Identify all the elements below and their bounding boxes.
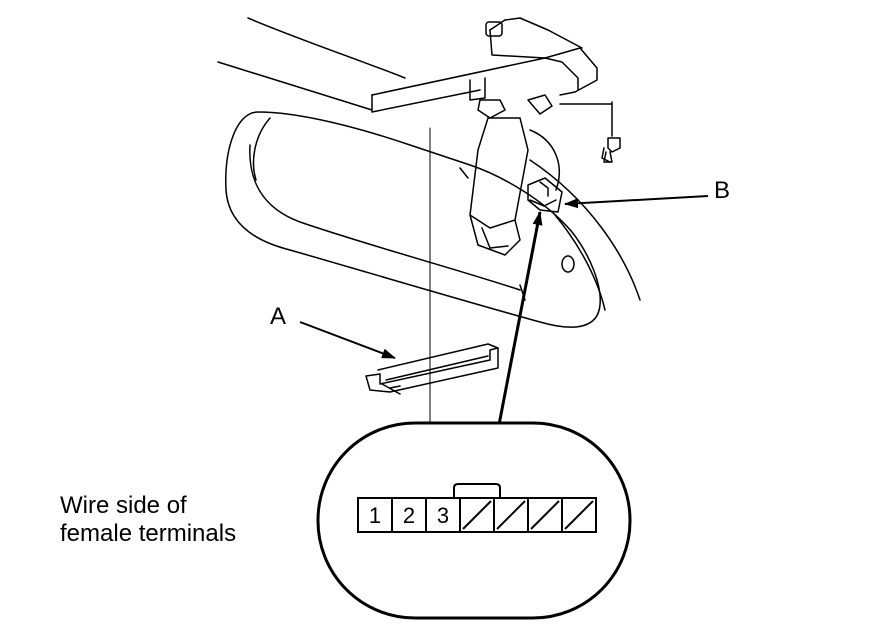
terminal-number: 2 <box>403 503 415 528</box>
terminal-cavity <box>561 497 597 533</box>
terminal-number: 3 <box>437 503 449 528</box>
connector-latch <box>453 483 501 498</box>
mirror-mount-base <box>371 17 598 119</box>
connector-b <box>527 177 563 213</box>
mirror-stem <box>469 117 529 256</box>
caption-line-1: Wire side of <box>60 492 187 519</box>
windshield-edge <box>217 17 641 311</box>
callout-a-label: A <box>270 303 287 330</box>
caption-line-2: female terminals <box>60 520 237 547</box>
terminal-number: 1 <box>369 503 381 528</box>
callout-b-arrow <box>564 195 709 209</box>
wire-harness <box>529 129 560 191</box>
cover-a <box>365 343 499 395</box>
connector-detail-arrow <box>496 211 543 431</box>
empty-terminal-mark <box>530 500 560 530</box>
callout-b-label: B <box>714 177 731 204</box>
callout-a-arrow <box>299 321 396 359</box>
rearview-mirror <box>225 111 601 328</box>
empty-terminal-mark <box>496 500 526 530</box>
connector-caption: Wire side of female terminals <box>60 492 236 548</box>
empty-terminal-mark <box>462 500 492 530</box>
screw <box>559 101 621 163</box>
empty-terminal-mark <box>564 500 594 530</box>
